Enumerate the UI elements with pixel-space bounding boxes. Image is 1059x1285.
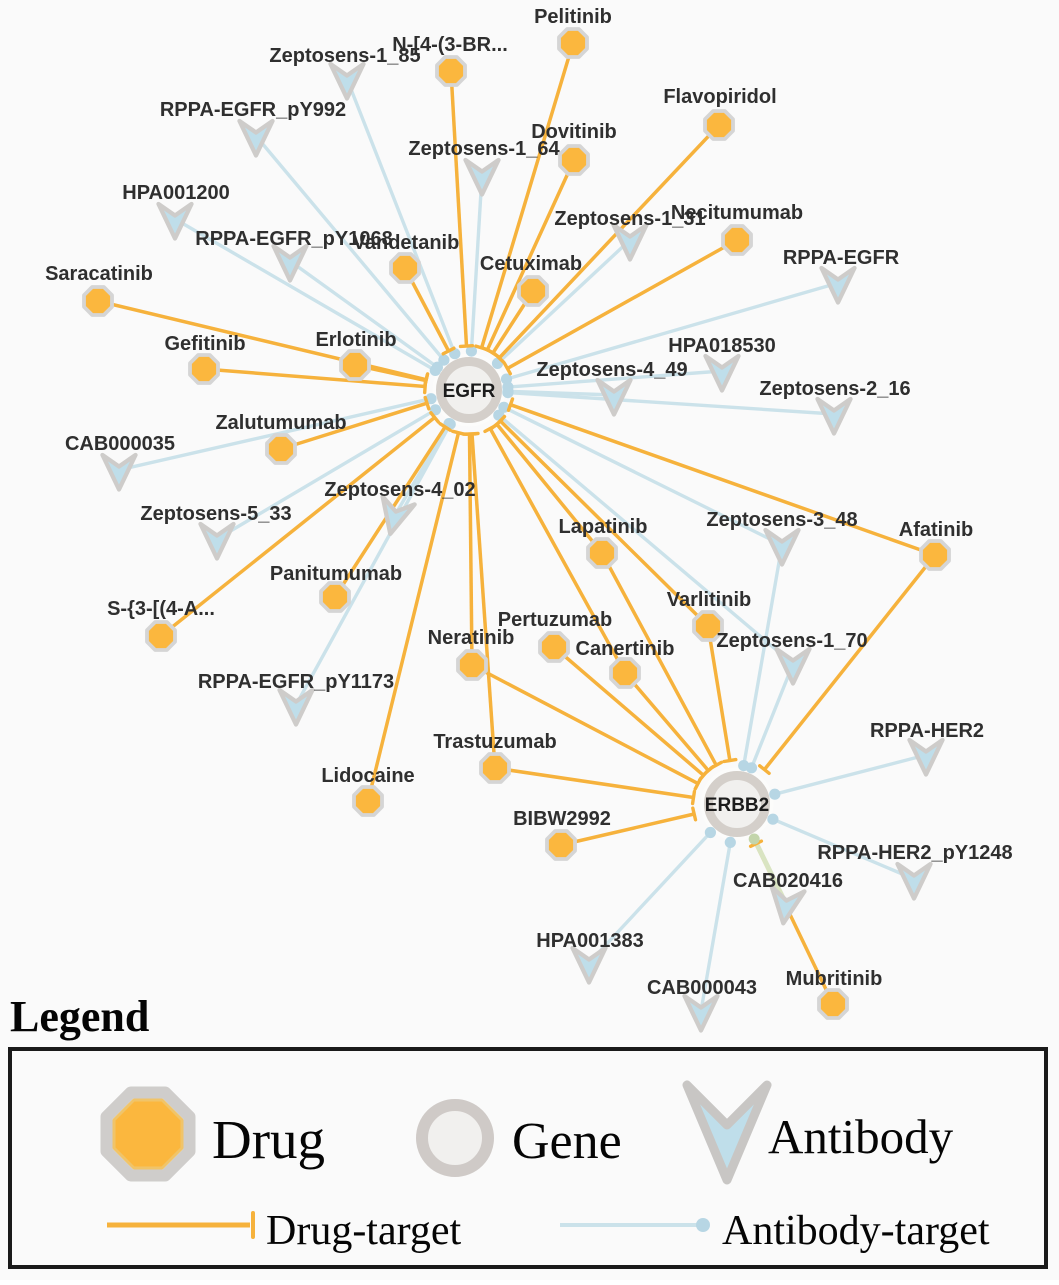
svg-text:Zeptosens-4_02: Zeptosens-4_02: [324, 479, 475, 501]
svg-text:Zeptosens-1_85: Zeptosens-1_85: [269, 45, 420, 67]
svg-text:Saracatinib: Saracatinib: [45, 263, 153, 285]
svg-text:Canertinib: Canertinib: [576, 638, 675, 660]
svg-text:BIBW2992: BIBW2992: [513, 808, 611, 830]
svg-text:EGFR: EGFR: [443, 381, 496, 402]
svg-text:Zeptosens-1_31: Zeptosens-1_31: [554, 208, 705, 230]
svg-text:RPPA-EGFR: RPPA-EGFR: [783, 247, 900, 269]
svg-text:ERBB2: ERBB2: [705, 795, 769, 816]
svg-text:Antibody: Antibody: [768, 1109, 954, 1164]
svg-text:S-{3-[(4-A...: S-{3-[(4-A...: [107, 598, 215, 620]
svg-text:Zeptosens-3_48: Zeptosens-3_48: [706, 509, 857, 531]
svg-text:Flavopiridol: Flavopiridol: [663, 86, 776, 108]
svg-text:Zeptosens-4_49: Zeptosens-4_49: [536, 359, 687, 381]
svg-text:RPPA-HER2_pY1248: RPPA-HER2_pY1248: [817, 842, 1012, 864]
svg-text:RPPA-HER2: RPPA-HER2: [870, 720, 984, 742]
svg-text:Gefitinib: Gefitinib: [164, 333, 245, 355]
svg-text:Zeptosens-1_64: Zeptosens-1_64: [408, 138, 560, 160]
svg-text:Cetuximab: Cetuximab: [480, 253, 582, 275]
svg-text:Drug-target: Drug-target: [266, 1208, 461, 1254]
svg-text:CAB020416: CAB020416: [733, 870, 843, 892]
svg-text:Zeptosens-1_70: Zeptosens-1_70: [716, 630, 867, 652]
svg-text:HPA018530: HPA018530: [668, 335, 775, 357]
svg-text:RPPA-EGFR_pY992: RPPA-EGFR_pY992: [160, 99, 346, 121]
svg-text:CAB000043: CAB000043: [647, 977, 757, 999]
svg-text:HPA001383: HPA001383: [536, 930, 643, 952]
svg-text:Varlitinib: Varlitinib: [667, 589, 751, 611]
svg-text:RPPA-EGFR_pY1173: RPPA-EGFR_pY1173: [198, 671, 394, 693]
svg-text:Erlotinib: Erlotinib: [315, 329, 396, 351]
svg-text:HPA001200: HPA001200: [122, 182, 229, 204]
svg-text:Lidocaine: Lidocaine: [321, 765, 414, 787]
svg-text:Pelitinib: Pelitinib: [534, 6, 612, 28]
svg-text:Drug: Drug: [212, 1109, 325, 1170]
svg-text:Afatinib: Afatinib: [899, 519, 973, 541]
svg-text:Mubritinib: Mubritinib: [786, 968, 883, 990]
svg-text:Lapatinib: Lapatinib: [559, 516, 648, 538]
svg-text:Gene: Gene: [512, 1113, 622, 1170]
svg-text:Zeptosens-5_33: Zeptosens-5_33: [140, 503, 291, 525]
svg-text:Zalutumumab: Zalutumumab: [215, 412, 346, 434]
svg-text:CAB000035: CAB000035: [65, 433, 175, 455]
svg-text:Panitumumab: Panitumumab: [270, 563, 402, 585]
svg-text:RPPA-EGFR_pY1068: RPPA-EGFR_pY1068: [195, 228, 392, 250]
svg-text:Zeptosens-2_16: Zeptosens-2_16: [759, 378, 910, 400]
svg-text:Antibody-target: Antibody-target: [722, 1208, 990, 1254]
svg-text:Pertuzumab: Pertuzumab: [498, 609, 612, 631]
svg-text:Trastuzumab: Trastuzumab: [433, 731, 556, 753]
svg-text:Legend: Legend: [10, 992, 149, 1041]
